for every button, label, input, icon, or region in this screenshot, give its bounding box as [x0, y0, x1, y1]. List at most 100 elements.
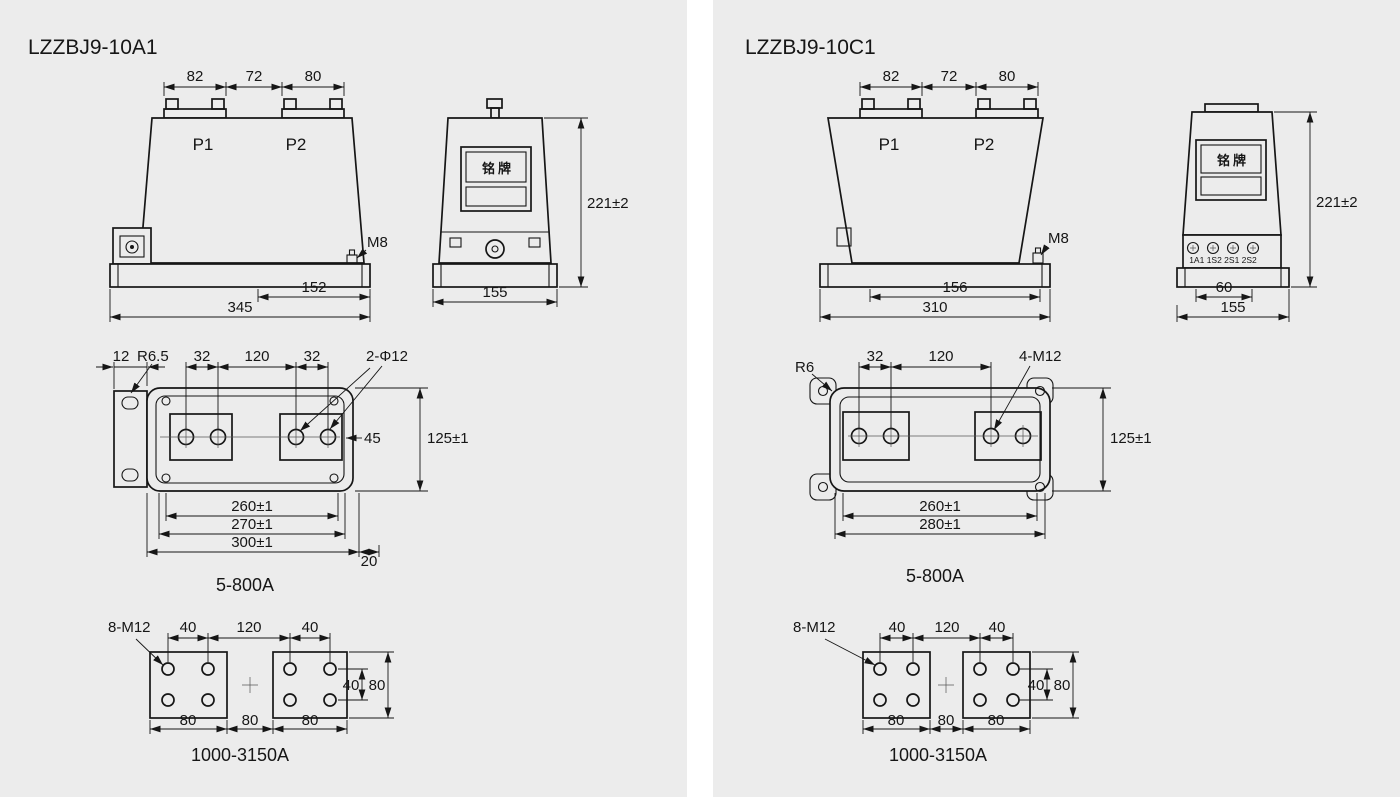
dim-221: 221±2	[1316, 194, 1358, 211]
body-outline	[826, 117, 1045, 264]
dim-82: 82	[187, 68, 204, 85]
dim-60: 60	[1216, 279, 1233, 296]
extension-lines	[113, 362, 329, 430]
dim-40-l: 40	[889, 619, 906, 636]
nameplate-text: 铭牌	[1217, 153, 1249, 168]
dim-80: 80	[999, 68, 1016, 85]
label-4-m12: 4-M12	[1019, 348, 1062, 365]
dim-20: 20	[361, 553, 378, 570]
nameplate: 铭牌	[1195, 139, 1267, 201]
terminal-bolts	[1186, 241, 1260, 255]
dim-80-1: 80	[888, 712, 905, 729]
dim-120: 120	[244, 348, 269, 365]
panel-right: LZZBJ9-10C1 P1 P2 82 72 80 M8 156 310	[713, 0, 1400, 797]
label-m8: M8	[1048, 230, 1069, 247]
pad-left	[862, 651, 931, 719]
base-plate	[819, 263, 1051, 288]
dim-152: 152	[301, 279, 326, 296]
side-view: 铭牌 221±2 155	[432, 98, 629, 307]
drawing-c1: LZZBJ9-10C1 P1 P2 82 72 80 M8 156 310	[745, 36, 1358, 765]
extension-lines	[355, 387, 428, 492]
label-8-m12: 8-M12	[793, 619, 836, 636]
centerlines	[848, 425, 1038, 447]
dim-72: 72	[246, 68, 263, 85]
extension-lines	[338, 651, 394, 719]
base-outline	[146, 387, 354, 492]
hole-leader	[329, 365, 383, 430]
dim-155: 155	[482, 284, 507, 301]
dim-32-r: 32	[304, 348, 321, 365]
dim-40-l: 40	[180, 619, 197, 636]
base-plate	[109, 263, 371, 288]
dim-80-2: 80	[242, 712, 259, 729]
extension-lines	[879, 633, 1014, 662]
dim-280: 280±1	[919, 516, 961, 533]
range-label-1000-3150: 1000-3150A	[191, 745, 289, 765]
dim-270: 270±1	[231, 516, 273, 533]
nameplate: 铭牌	[460, 146, 532, 212]
dim-80-2: 80	[938, 712, 955, 729]
dim-45: 45	[364, 430, 381, 447]
dim-300: 300±1	[231, 534, 273, 551]
dim-125: 125±1	[1110, 430, 1152, 447]
label-m8: M8	[367, 234, 388, 251]
extension-lines	[167, 633, 331, 662]
model-title: LZZBJ9-10C1	[745, 36, 876, 59]
front-view: P1 P2 82 72 80 M8 156 310	[819, 68, 1069, 322]
extension-lines	[858, 362, 992, 429]
pad-right	[962, 651, 1031, 719]
extension-lines	[1019, 651, 1079, 719]
label-8-m12: 8-M12	[108, 619, 151, 636]
pads-view: 40 120 40 8-M12 40 80 80 80 80 1000-3150…	[793, 619, 1079, 765]
pad-right	[272, 651, 348, 719]
front-view: P1 P2 82 72 80 M8 152 345	[109, 68, 388, 322]
dim-72: 72	[941, 68, 958, 85]
nameplate-text: 铭牌	[482, 161, 514, 176]
dim-221: 221±2	[587, 195, 629, 212]
top-plate	[1204, 103, 1259, 113]
extension-lines	[834, 493, 1046, 539]
m8-leader	[1040, 244, 1050, 256]
panel-left: LZZBJ9-10A1 P1 P2 82 72 80 M8	[0, 0, 687, 797]
label-p2: P2	[974, 135, 995, 154]
dim-120: 120	[928, 348, 953, 365]
dim-r6: R6	[795, 359, 814, 376]
centerlines	[160, 426, 340, 448]
side-view: 1A1 1S2 2S1 2S2 铭牌 221±2 60 155	[1176, 103, 1358, 322]
dim-32-l: 32	[194, 348, 211, 365]
label-p2: P2	[286, 135, 307, 154]
dim-82: 82	[883, 68, 900, 85]
dim-12: 12	[113, 348, 130, 365]
dim-40-v: 40	[1028, 677, 1045, 694]
bolt-leader	[824, 638, 876, 666]
pads-view: 40 120 40 8-M12 40 80 80 80 80 1000-3150…	[108, 619, 394, 765]
pad-left	[149, 651, 228, 719]
primary-terminals	[859, 98, 1039, 119]
extension-lines	[1052, 387, 1111, 492]
range-label-5-800: 5-800A	[216, 575, 274, 595]
model-title: LZZBJ9-10A1	[28, 36, 158, 59]
dim-310: 310	[922, 299, 947, 316]
label-p1: P1	[879, 135, 900, 154]
dim-260: 260±1	[919, 498, 961, 515]
secondary-terminal-box	[112, 227, 152, 265]
range-label-5-800: 5-800A	[906, 566, 964, 586]
dim-80-3: 80	[302, 712, 319, 729]
dim-80-3: 80	[988, 712, 1005, 729]
gland-circle	[485, 239, 505, 259]
base-outline	[829, 387, 1051, 492]
m8-leader	[356, 248, 368, 259]
label-p1: P1	[193, 135, 214, 154]
dim-r65: R6.5	[137, 348, 169, 365]
dim-80: 80	[305, 68, 322, 85]
base-plate	[1176, 267, 1290, 288]
dim-80-1: 80	[180, 712, 197, 729]
dim-32: 32	[867, 348, 884, 365]
body-outline	[438, 117, 552, 264]
body-outline	[139, 117, 365, 264]
base-view: 32 120 R6 4-M12 125±1 260±1 280±1 5-800A	[795, 348, 1152, 586]
dim-156: 156	[942, 279, 967, 296]
dim-120: 120	[236, 619, 261, 636]
dim-125: 125±1	[427, 430, 469, 447]
radius-leader	[130, 363, 153, 394]
